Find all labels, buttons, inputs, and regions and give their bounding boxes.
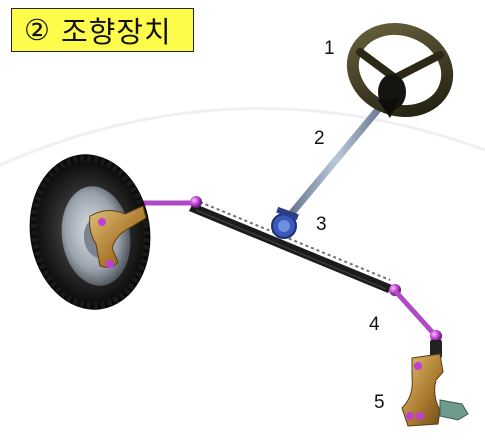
left-ball-joint [190, 196, 202, 208]
outer-ball-joint [430, 330, 442, 342]
background-arc [0, 107, 485, 167]
left-tie-rod [139, 196, 202, 208]
callout-3: 3 [316, 214, 327, 235]
callout-5: 5 [374, 392, 385, 413]
section-number: ② [24, 13, 51, 47]
steering-rack [189, 201, 392, 293]
section-title-text: 조향장치 [61, 15, 172, 49]
callout-2: 2 [314, 128, 325, 149]
callout-1: 1 [324, 38, 335, 59]
section-title: ② 조향장치 [11, 8, 194, 52]
callout-4: 4 [369, 314, 380, 335]
right-steering-knuckle [401, 340, 469, 427]
pinion-gear [271, 206, 299, 239]
steering-shaft [282, 96, 390, 224]
left-steering-knuckle [89, 205, 147, 268]
wheel-tire [29, 154, 151, 310]
right-tie-rod [389, 284, 442, 342]
steering-wheel [346, 22, 454, 118]
